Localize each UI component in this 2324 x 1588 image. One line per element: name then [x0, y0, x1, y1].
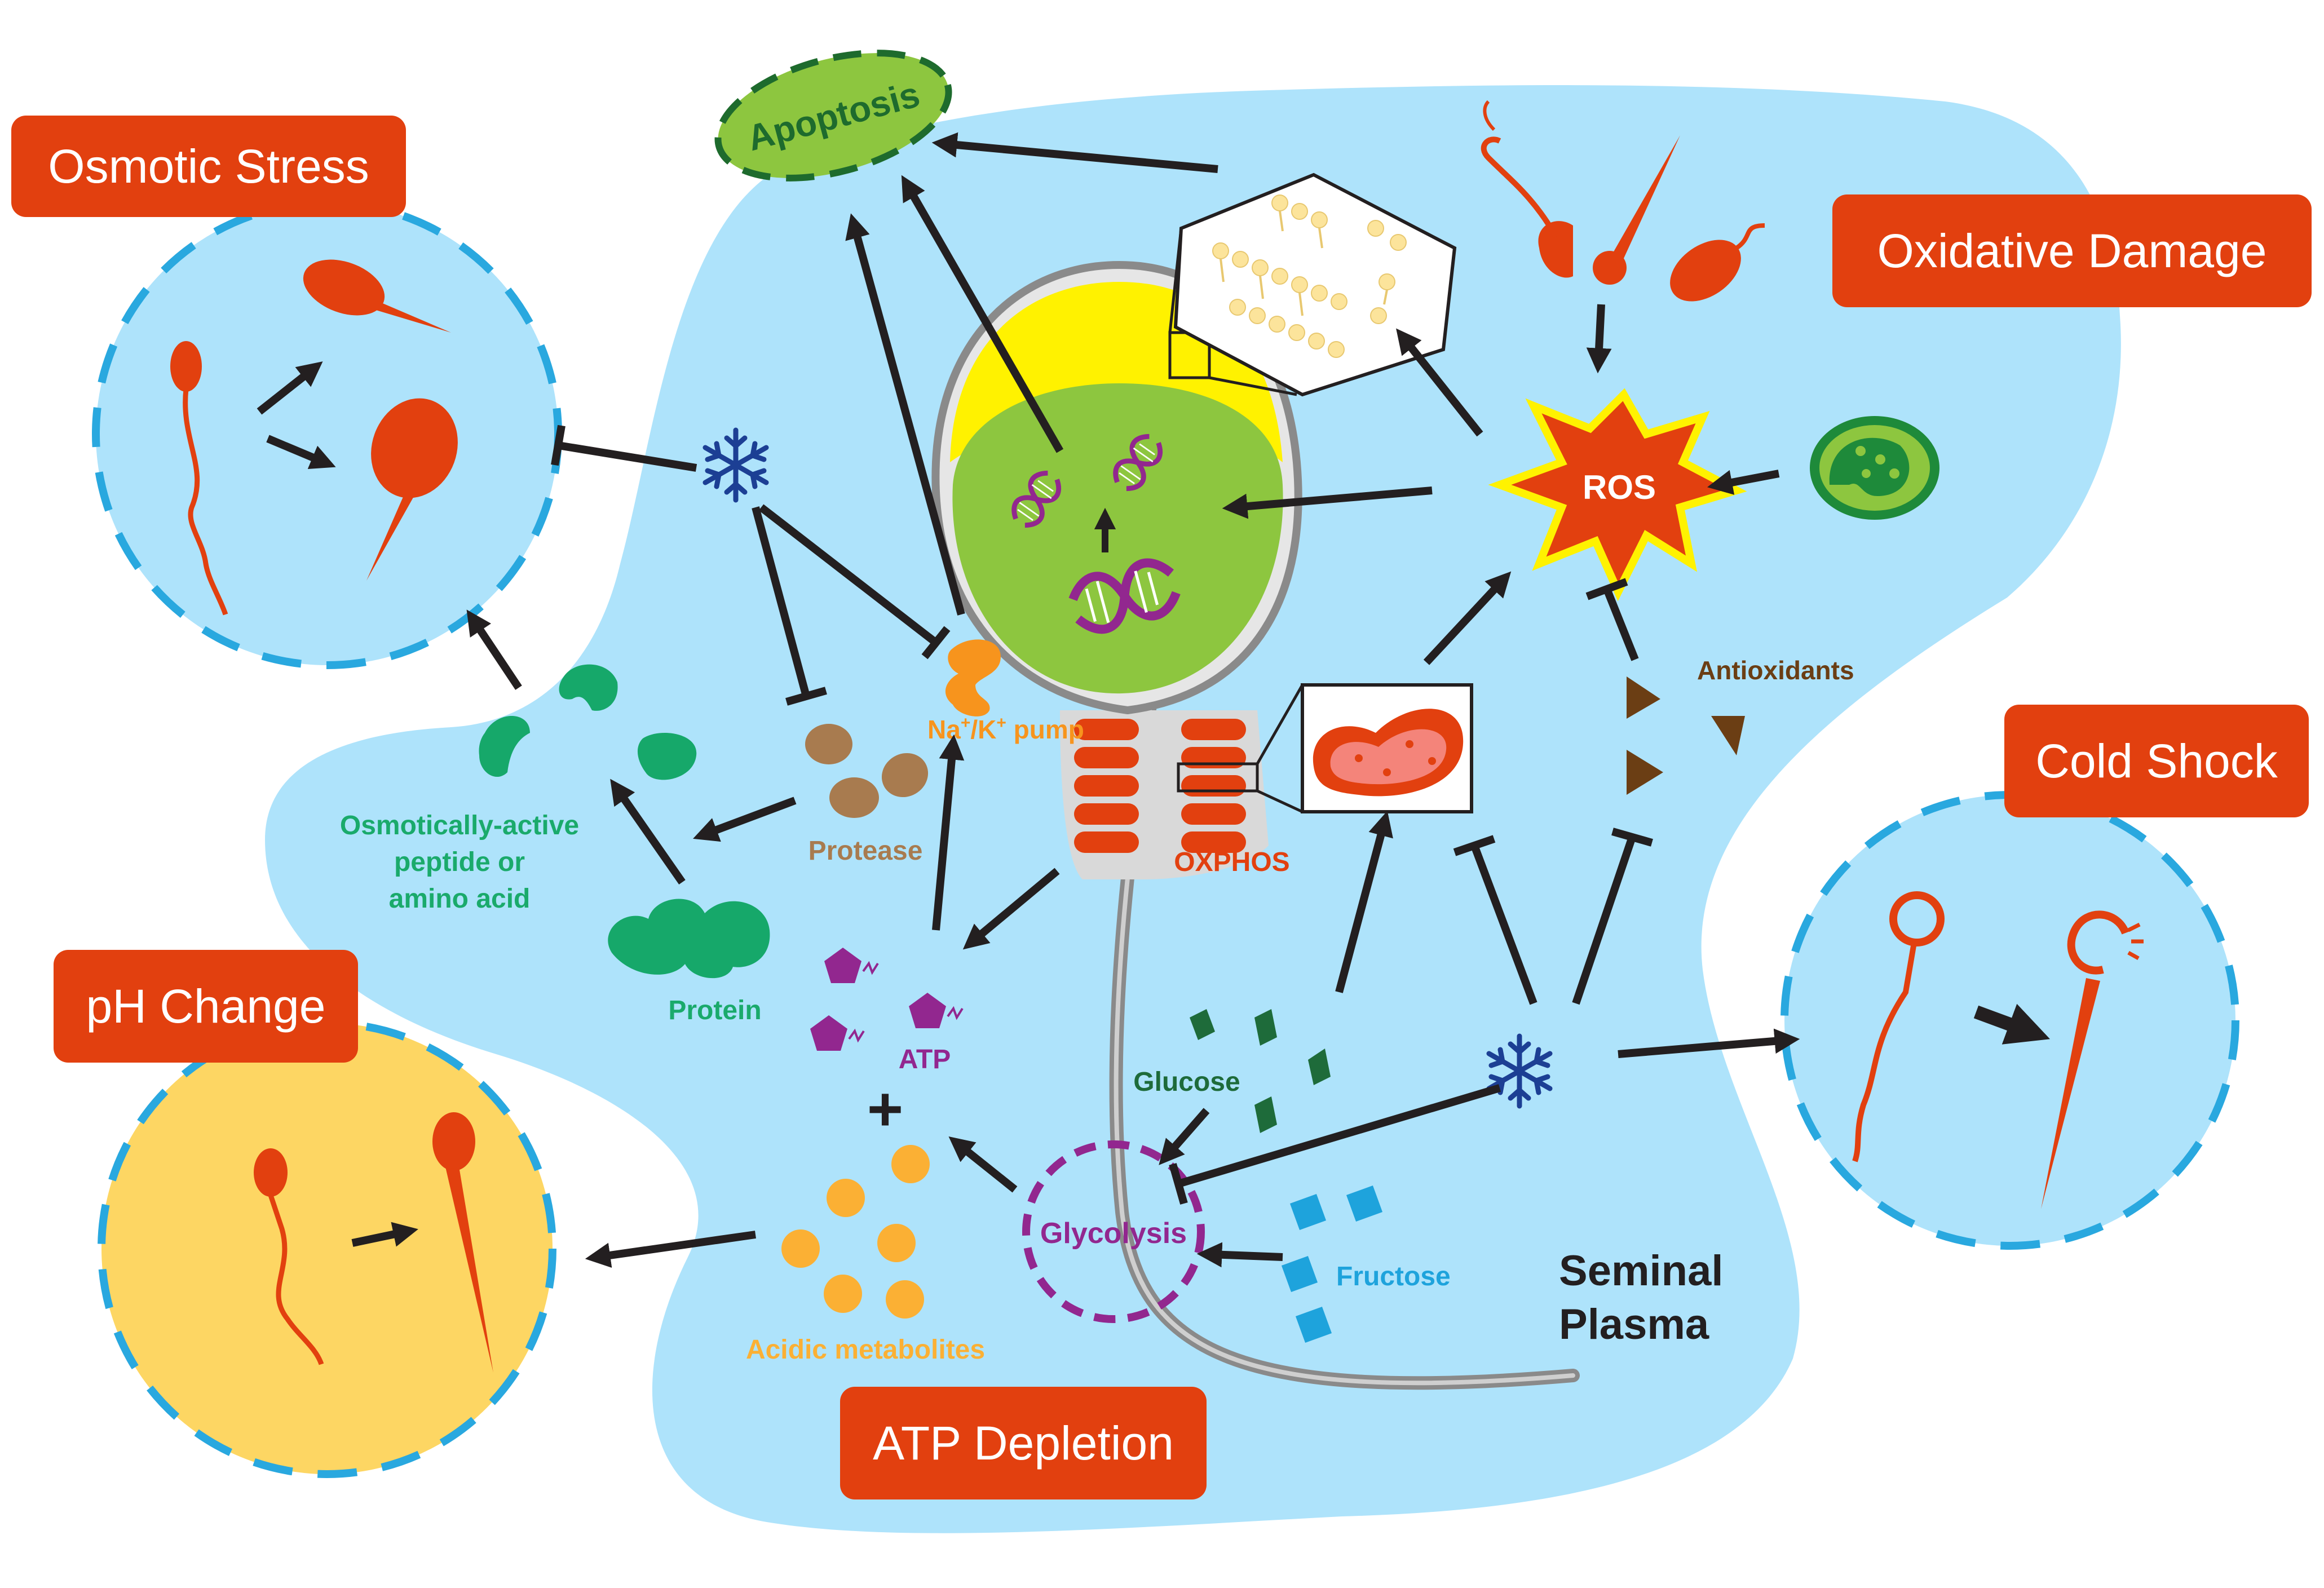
protease-blobs	[805, 724, 929, 818]
ph-arrow	[351, 1222, 418, 1247]
sperm-icon	[254, 1112, 493, 1373]
svg-text:amino acid: amino acid	[389, 884, 531, 914]
acidic-metabolites	[781, 1145, 930, 1319]
cold-shock-arrow	[1973, 1003, 2051, 1045]
ros-burst-icon	[1488, 388, 1747, 601]
acidic-metabolites-label: Acidic metabolites	[746, 1335, 985, 1365]
svg-text:peptide or: peptide or	[394, 847, 525, 877]
ph-change-circle	[98, 1019, 556, 1478]
ph-change-callout: pH Change	[54, 950, 358, 1063]
oxphos-label: OXPHOS	[1174, 847, 1289, 877]
nucleus	[952, 383, 1283, 694]
cold-shock-callout: Cold Shock	[2004, 705, 2309, 817]
na-k-pump-label: Na+/K+ pump	[927, 714, 1084, 744]
osmotic-stress-callout: Osmotic Stress	[11, 116, 406, 217]
protein-blob	[608, 899, 770, 979]
sperm-icon	[170, 259, 458, 616]
na-k-pump-icon	[945, 639, 1001, 716]
svg-text:Osmotically-active: Osmotically-active	[340, 811, 579, 841]
inhibition-lines	[551, 424, 1653, 1205]
antioxidant-triangles	[1627, 676, 1745, 795]
glycolysis-circle	[1022, 1140, 1205, 1323]
mitochondrion-icon	[1177, 683, 1473, 813]
peptide-blobs	[479, 664, 697, 780]
ros-label: ROS	[1583, 468, 1656, 506]
atp-label: ATP	[899, 1045, 951, 1074]
mitochondria-right	[1181, 719, 1246, 853]
protein-label: Protein	[668, 996, 761, 1025]
antioxidants-label: Antioxidants	[1697, 656, 1854, 685]
oxidative-sperm-group	[1481, 100, 1765, 302]
glucose-diamonds	[1190, 1009, 1331, 1133]
glucose-label: Glucose	[1133, 1067, 1240, 1097]
peroxisome-icon	[1810, 416, 1939, 520]
pathway-arrows	[466, 132, 1800, 1268]
oxidative-damage-callout: Oxidative Damage	[1832, 194, 2312, 307]
glycolysis-label: Glycolysis	[1040, 1217, 1187, 1250]
mitochondria-left	[1074, 719, 1139, 853]
seminal-plasma-label-line2: Plasma	[1559, 1301, 1709, 1348]
osmotic-peptide-label: Osmotically-active peptide or amino acid	[340, 811, 579, 914]
protease-label: Protease	[808, 836, 923, 866]
sperm-icon	[1852, 891, 2144, 1209]
osmotic-arrow-up	[257, 361, 323, 415]
seminal-plasma-label-line1: Seminal	[1559, 1247, 1723, 1295]
fructose-label: Fructose	[1336, 1262, 1451, 1291]
osmotic-arrow-down	[266, 435, 336, 469]
fructose-squares	[1281, 1185, 1383, 1343]
plus-sign: +	[867, 1074, 903, 1144]
atp-depletion-callout: ATP Depletion	[840, 1387, 1207, 1499]
apoptosis-ellipse	[714, 50, 952, 182]
membrane-bilayer-icon	[1168, 172, 1457, 397]
